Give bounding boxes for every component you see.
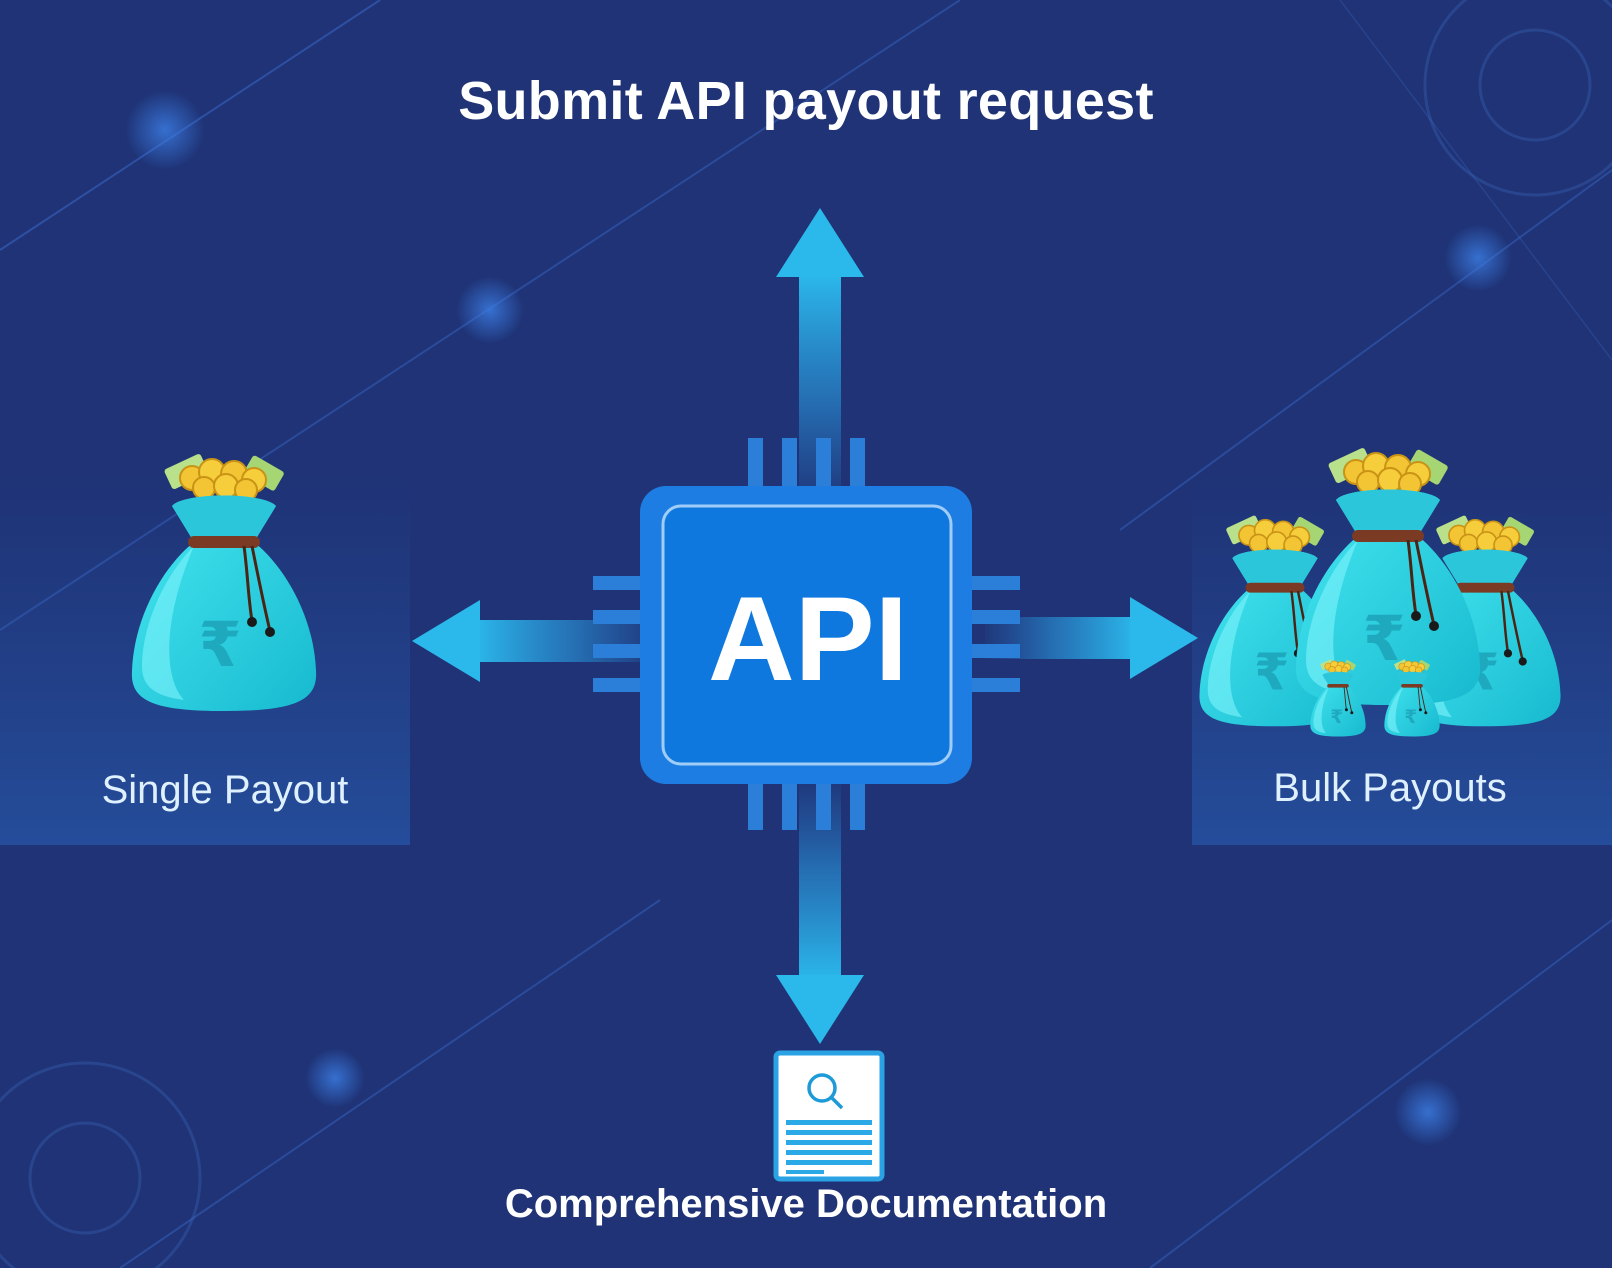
document-search-icon <box>773 1050 885 1182</box>
documentation-label: Comprehensive Documentation <box>504 1182 1108 1226</box>
api-chip: API <box>593 438 1020 830</box>
api-label: API <box>708 572 908 706</box>
bulk-payouts-label: Bulk Payouts <box>1273 766 1507 810</box>
diagram-title: Submit API payout request <box>458 71 1154 131</box>
arrow-left <box>412 600 660 682</box>
single-payout-label: Single Payout <box>101 768 349 812</box>
arrow-right <box>985 597 1198 679</box>
